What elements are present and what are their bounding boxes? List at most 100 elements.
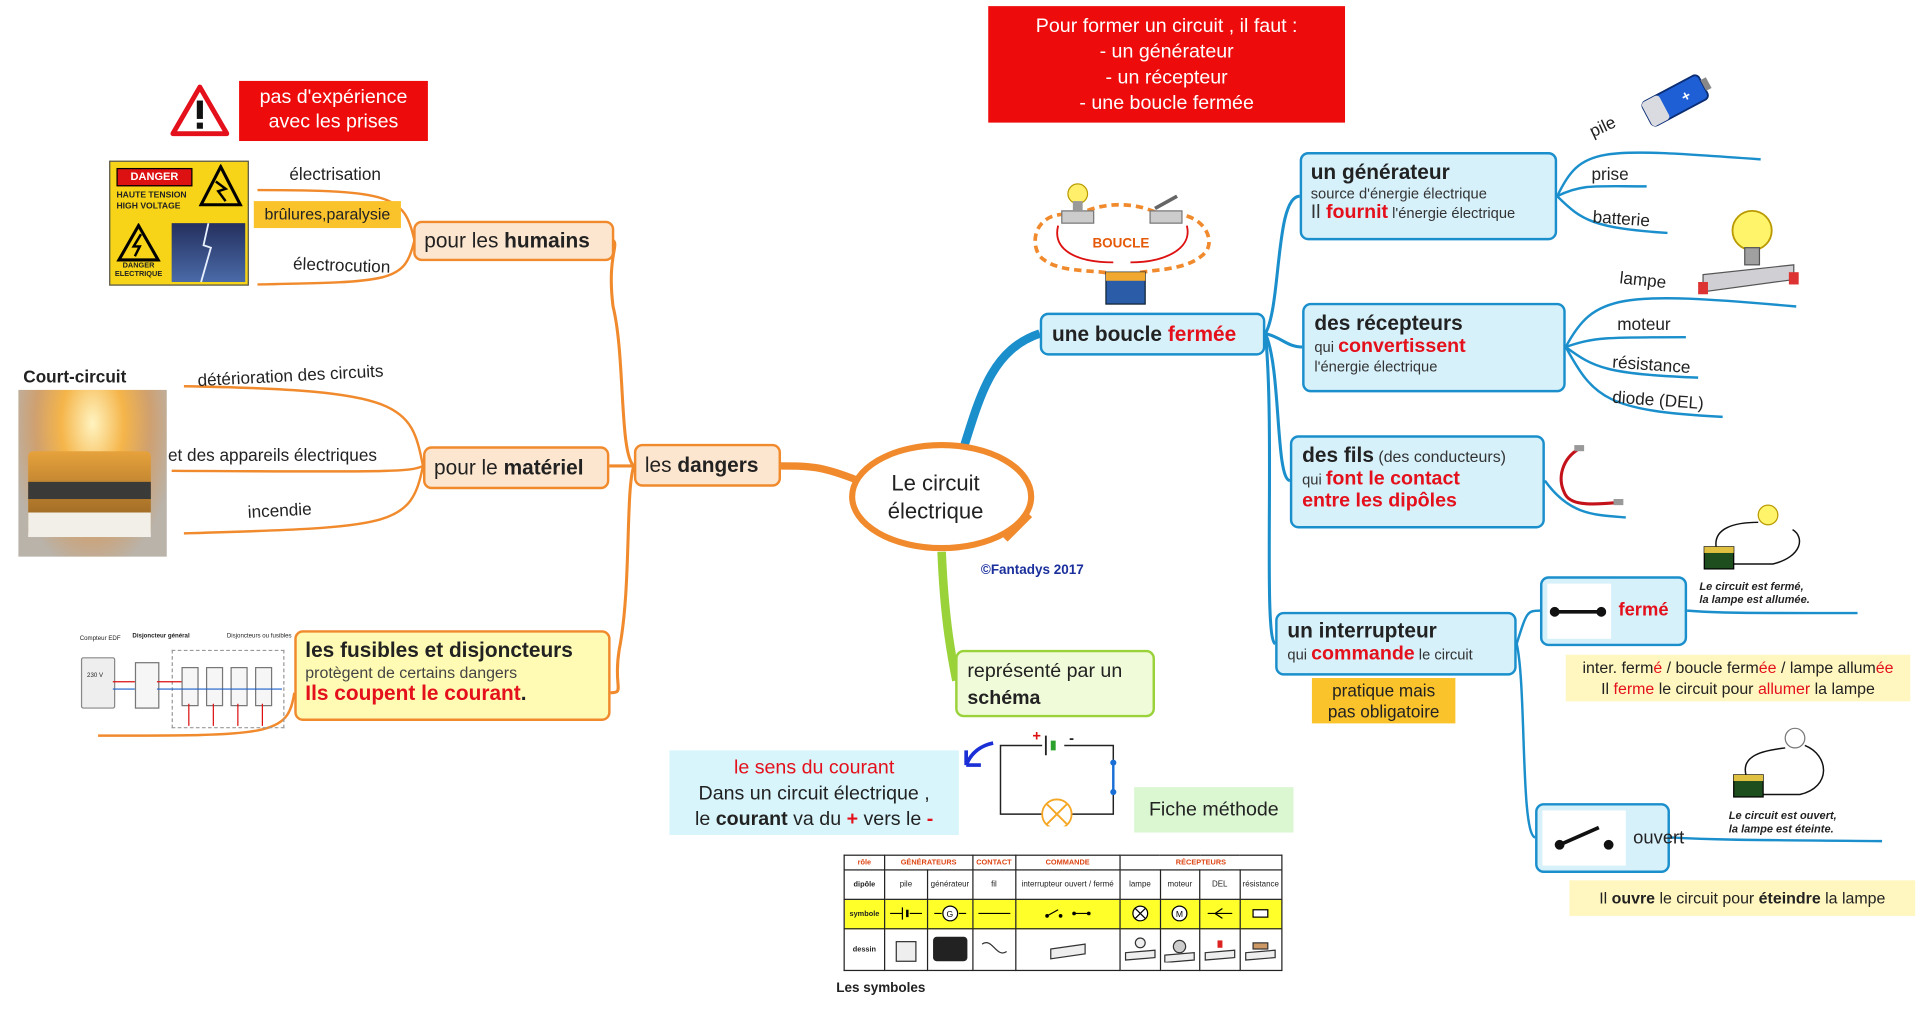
circuit-open-image bbox=[1726, 723, 1844, 809]
symbol-del bbox=[1200, 899, 1240, 928]
circuit-schema-drawing: + - bbox=[996, 728, 1121, 826]
drawing-interrupteur bbox=[1015, 929, 1120, 971]
battery-icon: + bbox=[1633, 66, 1721, 132]
recepteurs-node[interactable]: des récepteurs qui convertissent l'énerg… bbox=[1302, 303, 1566, 393]
symbols-table: rôle GÉNÉRATEURS CONTACT COMMANDE RÉCEPT… bbox=[844, 855, 1283, 971]
wire-icon bbox=[1552, 444, 1626, 515]
table-cell: générateur bbox=[927, 870, 972, 899]
link-prise bbox=[1557, 186, 1647, 196]
ferme-node[interactable]: fermé bbox=[1540, 576, 1687, 646]
link-appareils bbox=[172, 466, 423, 472]
switch-closed-icon bbox=[1547, 601, 1611, 623]
brulures-label: brûlures,paralysie bbox=[254, 201, 401, 228]
gen-item-batterie: batterie bbox=[1592, 206, 1650, 230]
link-ouvert bbox=[1517, 644, 1535, 838]
fils-node[interactable]: des fils (des conducteurs) qui font le c… bbox=[1290, 435, 1545, 528]
ouvert-image-caption: Le circuit est ouvert, la lampe est étei… bbox=[1729, 809, 1837, 836]
electrical-panel-drawing: Compteur EDF Disjoncteur général Disjonc… bbox=[74, 628, 289, 741]
row-label: symbole bbox=[844, 899, 884, 928]
dangers-node[interactable]: les dangers bbox=[634, 444, 781, 487]
bolt-icon bbox=[116, 223, 160, 262]
switch-open-icon bbox=[1552, 823, 1618, 855]
sens-courant-box: le sens du courant Dans un circuit élect… bbox=[669, 750, 958, 835]
link-pile bbox=[1557, 153, 1761, 197]
electrocution-label: électrocution bbox=[293, 253, 391, 276]
center-title: Le circuit électrique bbox=[888, 470, 984, 526]
link-boucle-recepteurs bbox=[1265, 333, 1302, 346]
svg-text:-: - bbox=[1069, 731, 1074, 747]
copyright: ©Fantadys 2017 bbox=[981, 563, 1084, 578]
link-boucle-generateur bbox=[1265, 196, 1299, 333]
symbol-fil bbox=[973, 899, 1016, 928]
danger-label: DANGER bbox=[116, 168, 192, 186]
table-cell: moteur bbox=[1160, 870, 1200, 899]
generateur-node[interactable]: un générateur source d'énergie électriqu… bbox=[1300, 152, 1557, 240]
court-circuit-photo bbox=[18, 390, 166, 557]
drawing-fil bbox=[973, 929, 1016, 971]
ouvert-explanation: Il ouvre le circuit pour éteindre la lam… bbox=[1569, 880, 1915, 916]
ouvert-label: ouvert bbox=[1633, 828, 1684, 849]
ferme-label: fermé bbox=[1618, 600, 1668, 621]
table-cell: interrupteur ouvert / fermé bbox=[1015, 870, 1120, 899]
circuit-closed-image bbox=[1699, 500, 1817, 578]
incendie-label: incendie bbox=[247, 499, 312, 522]
drawing-del bbox=[1200, 929, 1240, 971]
link-ouvert-img bbox=[1670, 837, 1882, 841]
gen-item-prise: prise bbox=[1591, 164, 1628, 184]
link-ferme bbox=[1517, 611, 1540, 644]
row-label: dipôle bbox=[844, 870, 884, 899]
svg-text:+: + bbox=[1032, 729, 1041, 745]
danger-sign-image: DANGER HAUTE TENSION HIGH VOLTAGE DANGER… bbox=[109, 161, 249, 286]
table-header: rôle bbox=[844, 855, 884, 870]
link-dangers-fusibles bbox=[611, 466, 634, 693]
haute-tension-label: HAUTE TENSION HIGH VOLTAGE bbox=[116, 190, 186, 212]
fusibles-node[interactable]: les fusibles et disjoncteurs protègent d… bbox=[294, 630, 610, 721]
symbol-pile bbox=[885, 899, 928, 928]
interrupteur-note: pratique mais pas obligatoire bbox=[1312, 678, 1455, 723]
link-center-boucle bbox=[964, 333, 1040, 447]
symbol-lampe bbox=[1120, 899, 1160, 928]
table-cell: fil bbox=[973, 870, 1016, 899]
row-label: dessin bbox=[844, 929, 884, 971]
drawing-generateur bbox=[927, 929, 972, 971]
fiche-methode-link[interactable]: Fiche méthode bbox=[1134, 787, 1293, 832]
table-cell: DEL bbox=[1200, 870, 1240, 899]
lightning-photo bbox=[172, 223, 246, 282]
boucle-circuit-image: BOUCLE bbox=[1027, 177, 1213, 307]
drawing-pile bbox=[885, 929, 928, 971]
court-circuit-label: Court-circuit bbox=[23, 367, 126, 387]
table-cell: pile bbox=[885, 870, 928, 899]
table-header: CONTACT bbox=[973, 855, 1016, 870]
ouvert-node[interactable]: ouvert bbox=[1535, 803, 1670, 873]
danger-electrique-label: DANGER ELECTRIQUE bbox=[114, 262, 163, 279]
drawing-lampe bbox=[1120, 929, 1160, 971]
link-center-dangers bbox=[781, 466, 858, 481]
symbol-resistance bbox=[1240, 899, 1282, 928]
symbol-interrupteur bbox=[1015, 899, 1120, 928]
warning-box: pas d'expérience avec les prises bbox=[239, 81, 428, 141]
table-header: COMMANDE bbox=[1015, 855, 1120, 870]
svg-text:G: G bbox=[946, 909, 953, 919]
drawing-resistance bbox=[1240, 929, 1282, 971]
current-arrow-icon bbox=[961, 736, 998, 773]
humains-node[interactable]: pour les humains bbox=[413, 221, 614, 261]
link-dangers-humains bbox=[611, 240, 634, 466]
interrupteur-node[interactable]: un interrupteur qui commande le circuit bbox=[1275, 612, 1517, 676]
materiel-node[interactable]: pour le matériel bbox=[423, 446, 609, 489]
boucle-node[interactable]: une boucle fermée bbox=[1040, 313, 1266, 356]
link-moteur bbox=[1566, 337, 1686, 347]
svg-text:M: M bbox=[1176, 909, 1183, 919]
ferme-image-caption: Le circuit est fermé, la lampe est allum… bbox=[1699, 580, 1809, 607]
warning-triangle-icon bbox=[170, 83, 229, 137]
link-ferme-img bbox=[1687, 611, 1857, 613]
table-cell: résistance bbox=[1240, 870, 1282, 899]
electrisation-label: électrisation bbox=[289, 164, 381, 184]
ferme-explanation: inter. fermé / boucle fermée / lampe all… bbox=[1566, 655, 1911, 702]
symbols-caption: Les symboles bbox=[836, 981, 925, 996]
appareils-label: et des appareils électriques bbox=[168, 445, 377, 465]
schema-node[interactable]: représenté par un schéma bbox=[955, 650, 1155, 717]
symbol-generateur: G bbox=[927, 899, 972, 928]
table-header: GÉNÉRATEURS bbox=[885, 855, 973, 870]
table-header: RÉCEPTEURS bbox=[1120, 855, 1282, 870]
top-requirements-box: Pour former un circuit , il faut : - un … bbox=[988, 6, 1345, 122]
